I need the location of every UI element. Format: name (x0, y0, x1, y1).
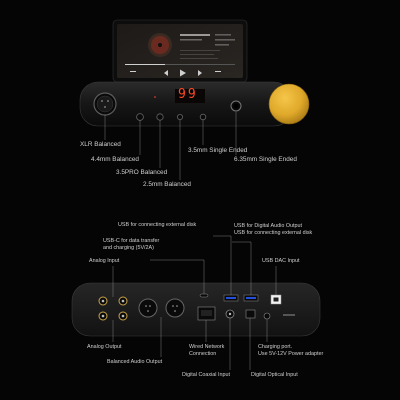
label-analog-output: Analog Output (87, 344, 122, 350)
label-3-5mm-single-ended: 3.5mm Single Ended (188, 147, 248, 154)
previous-icon (164, 70, 168, 76)
label-usb-c-line-2: and charging (5V/2A) (103, 245, 154, 251)
label-usb-external-disk: USB for connecting external disk (118, 222, 197, 228)
progress-bar[interactable] (125, 64, 165, 65)
transport-controls[interactable] (130, 69, 221, 77)
volume-knob[interactable] (268, 83, 310, 125)
led-display-value: 99 (178, 87, 198, 102)
menu-icon (215, 71, 221, 72)
label-2-5mm-balanced: 2.5mm Balanced (143, 181, 191, 188)
label-usb-digital-out-line-1: USB for Digital Audio Output (234, 223, 303, 229)
usb-c-port[interactable] (199, 293, 209, 298)
label-wired-network-line-2: Connection (189, 351, 217, 357)
touchscreen (112, 19, 248, 83)
label-usb-dac-input: USB DAC Input (262, 258, 300, 264)
jack-2-5mm[interactable] (176, 114, 183, 121)
jack-3-5mm-se[interactable] (199, 113, 207, 121)
rca-jacks[interactable] (98, 296, 128, 321)
next-icon (198, 70, 202, 76)
play-icon (180, 69, 186, 77)
led-display (175, 89, 205, 103)
label-usb-digital-out-line-2: USB for connecting external disk (234, 230, 313, 236)
label-analog-input: Analog Input (89, 258, 120, 264)
label-balanced-audio-output: Balanced Audio Output (107, 359, 163, 365)
balanced-xlr-outputs[interactable] (138, 298, 185, 318)
jack-4-4mm[interactable] (136, 113, 144, 121)
label-charging-port-line-2: Use 5V-12V Power adapter (258, 351, 324, 357)
label-6-35mm-single-ended: 6.35mm Single Ended (234, 156, 297, 163)
label-xlr-balanced: XLR Balanced (80, 141, 121, 148)
label-wired-network-line-1: Wired Network (189, 344, 225, 350)
label-digital-optical-input: Digital Optical Input (251, 372, 298, 378)
label-usb-c-line-1: USB-C for data transfer (103, 238, 160, 244)
optical-port[interactable] (245, 309, 256, 319)
front-chassis (79, 81, 293, 127)
label-charging-port-line-1: Charging port. (258, 344, 293, 350)
jack-3-5-pro[interactable] (156, 113, 164, 121)
label-digital-coaxial-input: Digital Coaxial Input (182, 372, 230, 378)
rear-chassis (71, 282, 321, 337)
shuffle-icon (130, 71, 136, 72)
label-4-4mm-balanced: 4.4mm Balanced (91, 156, 139, 163)
label-3-5pro-balanced: 3.5PRO Balanced (116, 169, 168, 176)
dc-power-port[interactable] (263, 312, 271, 320)
